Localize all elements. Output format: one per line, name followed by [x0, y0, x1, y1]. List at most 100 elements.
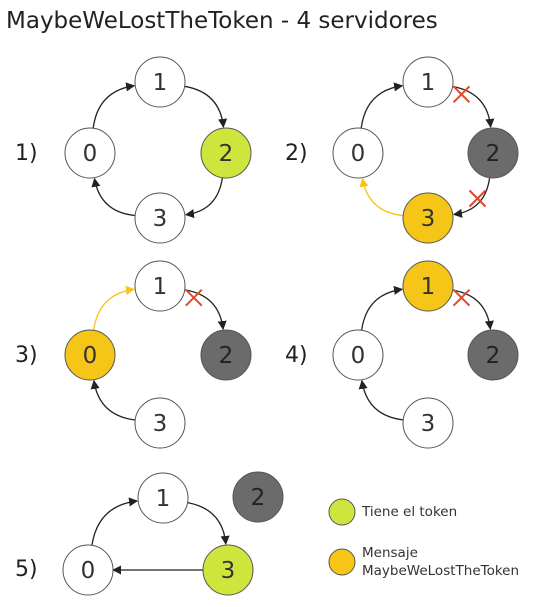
legend-label: Tiene el token: [361, 504, 457, 520]
node-label: 0: [81, 558, 96, 584]
node-circle: [200, 127, 252, 179]
server-node-0: 0: [64, 127, 116, 179]
server-node-2: 2: [200, 329, 252, 381]
step-label: 4): [285, 343, 308, 368]
node-circle: [402, 56, 454, 108]
legend-item-token: Tiene el token: [328, 498, 457, 526]
node-label: 0: [351, 141, 366, 167]
server-node-0: 0: [332, 127, 384, 179]
server-node-3: 3: [134, 397, 186, 449]
ring-arrow-2-3: [184, 177, 224, 219]
node-label: 1: [421, 274, 436, 300]
node-label: 1: [421, 70, 436, 96]
step-4: 4) 0 1 2 3: [285, 260, 519, 449]
node-label: 3: [153, 206, 168, 232]
step-label: 5): [15, 557, 38, 582]
node-circle: [137, 472, 189, 524]
server-node-1: 1: [134, 260, 186, 312]
node-label: 1: [153, 70, 168, 96]
node-label: 3: [421, 411, 436, 437]
node-circle: [402, 192, 454, 244]
server-node-1: 1: [402, 260, 454, 312]
node-circle: [64, 127, 116, 179]
node-label: 3: [153, 411, 168, 437]
node-label: 1: [156, 486, 171, 512]
ring-arrow-1-2: [452, 289, 494, 331]
server-node-0: 0: [64, 329, 116, 381]
ring-arrow-2-3: [452, 177, 491, 218]
node-circle: [202, 544, 254, 596]
ring-arrow-3-0: [90, 379, 136, 421]
node-label: 3: [421, 206, 436, 232]
node-label: 2: [486, 141, 501, 167]
node-label: 2: [486, 343, 501, 369]
server-node-3: 3: [202, 544, 254, 596]
step-5: 5) 0 1 2 3: [15, 471, 284, 596]
ring-arrow-1-3: [187, 501, 230, 546]
server-node-2: 2: [467, 127, 519, 179]
node-label: 0: [351, 343, 366, 369]
server-node-3: 3: [402, 397, 454, 449]
server-node-2: 2: [467, 329, 519, 381]
node-circle: [402, 397, 454, 449]
steps-layer: 1) 0 1 2 3 2) 0 1 2 3 3) 0 1 2 3 4) 0 1 2 3 5) 0 1 2 3: [15, 56, 519, 596]
legend-swatch: [328, 548, 356, 576]
node-circle: [134, 260, 186, 312]
node-circle: [134, 397, 186, 449]
page-title: MaybeWeLostTheToken - 4 servidores: [6, 8, 438, 34]
server-node-0: 0: [332, 329, 384, 381]
broken-link-cross-icon: [468, 189, 487, 208]
server-node-2: 2: [232, 471, 284, 523]
node-circle: [402, 260, 454, 312]
step-label: 2): [285, 141, 308, 166]
broken-link-cross-icon: [185, 288, 203, 307]
node-label: 3: [221, 558, 236, 584]
node-circle: [332, 127, 384, 179]
message-arrow-0-1: [92, 285, 136, 331]
server-node-1: 1: [134, 56, 186, 108]
node-label: 2: [219, 343, 234, 369]
node-label: 2: [251, 485, 266, 511]
step-1: 1) 0 1 2 3: [15, 56, 252, 244]
server-node-0: 0: [62, 544, 114, 596]
ring-arrow-0-1: [360, 82, 404, 129]
ring-arrow-3-0: [91, 177, 136, 217]
server-node-3: 3: [402, 192, 454, 244]
step-2: 2) 0 1 2 3: [285, 56, 519, 244]
node-label: 0: [83, 343, 98, 369]
step-label: 3): [15, 343, 38, 368]
node-circle: [200, 329, 252, 381]
node-circle: [134, 56, 186, 108]
ring-arrow-1-2: [184, 289, 227, 331]
node-circle: [232, 471, 284, 523]
node-circle: [467, 127, 519, 179]
node-circle: [64, 329, 116, 381]
server-node-1: 1: [402, 56, 454, 108]
message-arrow-3-0: [359, 177, 404, 217]
ring-arrow-0-1: [92, 82, 136, 129]
ring-arrow-0-1: [91, 497, 139, 546]
server-node-2: 2: [200, 127, 252, 179]
step-label: 1): [15, 141, 38, 166]
node-label: 2: [219, 141, 234, 167]
node-circle: [332, 329, 384, 381]
legend-swatch: [328, 498, 356, 526]
node-label: 0: [83, 141, 98, 167]
legend-label: MaybeWeLostTheToken: [362, 563, 519, 579]
ring-arrow-1-2: [452, 85, 495, 129]
broken-link-cross-icon: [452, 85, 471, 104]
node-circle: [467, 329, 519, 381]
node-label: 1: [153, 274, 168, 300]
ring-arrow-1-2: [184, 85, 228, 129]
ring-arrow-3-0: [358, 379, 404, 421]
step-3: 3) 0 1 2 3: [15, 260, 252, 449]
server-node-3: 3: [134, 192, 186, 244]
server-node-1: 1: [137, 472, 189, 524]
node-circle: [134, 192, 186, 244]
broken-link-cross-icon: [452, 288, 471, 307]
legend-label: Mensaje: [362, 545, 418, 561]
ring-arrow-0-1: [360, 285, 404, 331]
